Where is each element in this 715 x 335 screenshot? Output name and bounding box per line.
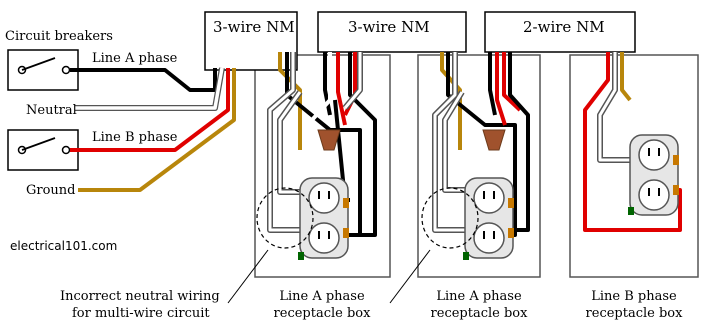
receptacle-1 [298,177,349,260]
incorrect-note-line-1: Incorrect neutral wiring [60,289,220,304]
box-1-wiring [267,52,377,237]
breaker-line-b [7,129,79,171]
box-3-wiring [583,52,682,232]
cable-sheath-2 [317,11,467,53]
box-2-label-line-2: receptacle box [431,306,529,321]
box-3-label-line-2: receptacle box [586,306,684,321]
receptacle-2 [463,177,514,260]
box-3-label-line-1: Line B phase [591,289,677,304]
box-1-label-line-2: receptacle box [274,306,372,321]
pointer-line-1 [227,249,269,304]
pointer-line-2 [389,249,431,304]
wire-nut-2 [482,129,506,151]
cable-sheath-3 [484,11,636,53]
box-2-label-line-1: Line A phase [436,289,522,304]
site-label: electrical101.com [10,239,117,253]
wire-nut-1 [317,129,341,151]
incorrect-neutral-circle [256,187,314,249]
cable-label-1: 3-wire NM [213,18,295,36]
line-a-label: Line A phase [92,51,178,66]
box-1-label-line-1: Line A phase [279,289,365,304]
neutral-label: Neutral [26,103,77,118]
receptacle-3 [628,134,679,216]
ground-label: Ground [26,183,76,198]
breakers-label: Circuit breakers [5,29,113,44]
cable-label-3: 2-wire NM [523,18,605,36]
feed-wires [70,67,236,192]
cable-label-2: 3-wire NM [348,18,430,36]
box-2-wiring [432,52,530,237]
incorrect-neutral-circle-2 [421,187,479,249]
breaker-line-a [7,49,79,91]
line-b-label: Line B phase [92,130,178,145]
incorrect-note-line-2: for multi-wire circuit [72,306,210,321]
